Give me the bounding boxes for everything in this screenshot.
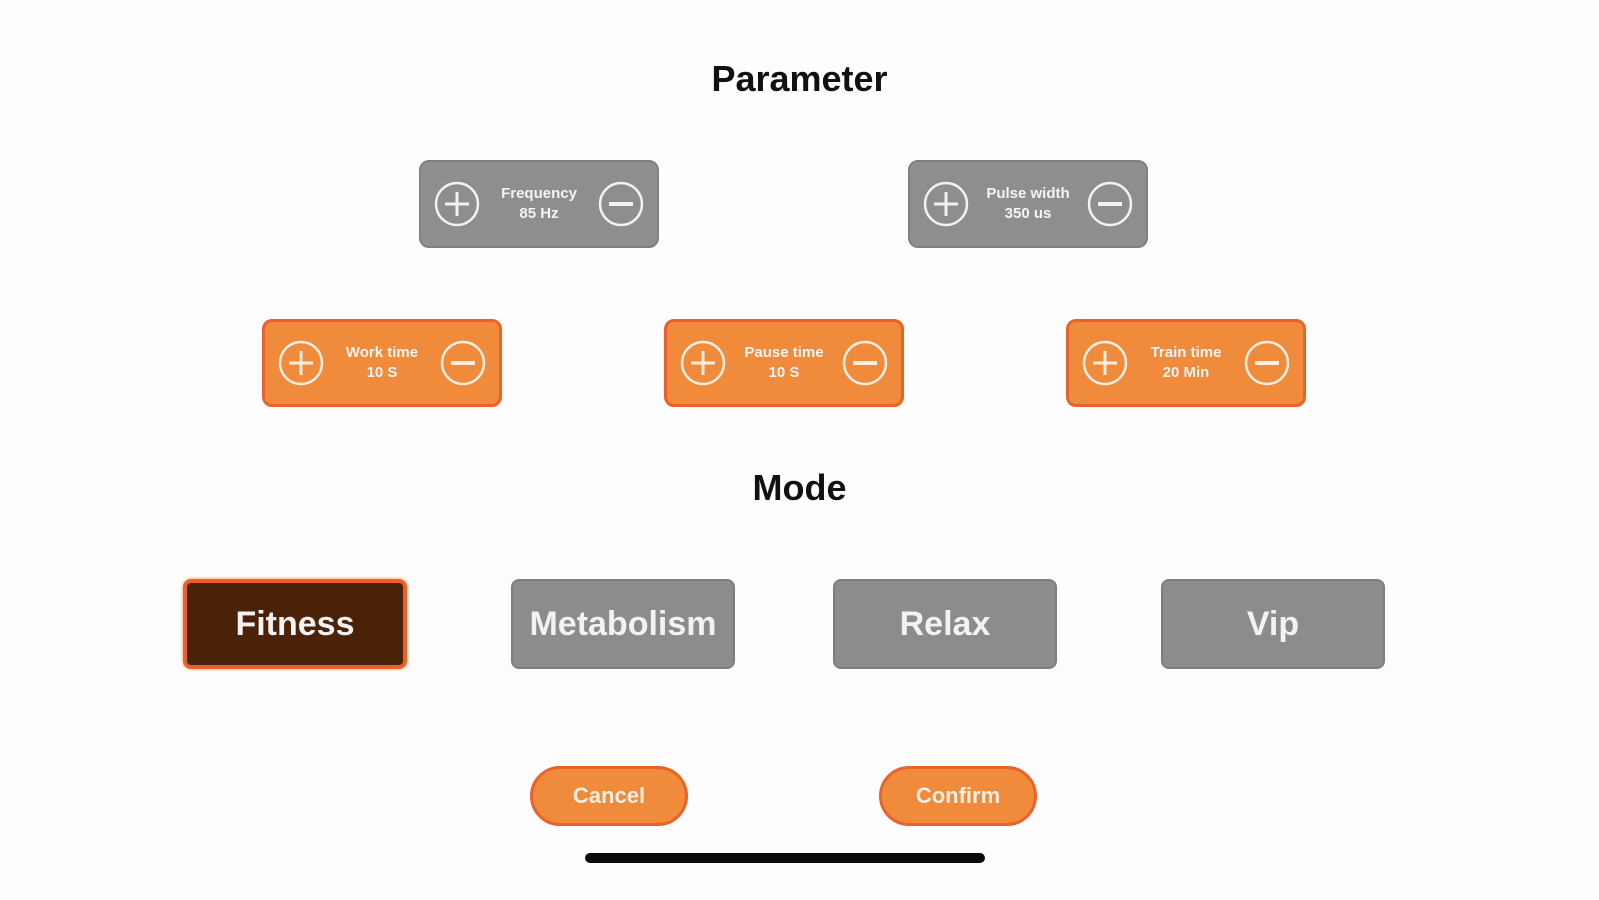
pause-time-increase-button[interactable] — [679, 339, 727, 387]
confirm-button[interactable]: Confirm — [879, 766, 1037, 826]
train-time-name: Train time — [1150, 344, 1222, 361]
train-time-decrease-button[interactable] — [1243, 339, 1291, 387]
work-time-increase-button[interactable] — [277, 339, 325, 387]
frequency-name: Frequency — [501, 185, 577, 202]
train-time-increase-button[interactable] — [1081, 339, 1129, 387]
work-time-name: Work time — [345, 344, 419, 361]
pulse-width-decrease-button[interactable] — [1086, 180, 1134, 228]
mode-title: Mode — [752, 467, 847, 508]
train-time-stepper: Train time 20 Min — [1066, 319, 1306, 407]
train-time-label: Train time 20 Min — [1129, 343, 1243, 383]
plus-circle-icon — [1082, 340, 1128, 386]
frequency-stepper: Frequency 85 Hz — [419, 160, 659, 248]
pause-time-stepper: Pause time 10 S — [664, 319, 904, 407]
minus-circle-icon — [842, 340, 888, 386]
pause-time-decrease-button[interactable] — [841, 339, 889, 387]
work-time-decrease-button[interactable] — [439, 339, 487, 387]
frequency-label: Frequency 85 Hz — [481, 184, 597, 224]
home-indicator[interactable] — [585, 853, 985, 863]
mode-vip-button[interactable]: Vip — [1161, 579, 1385, 669]
cancel-button[interactable]: Cancel — [530, 766, 688, 826]
minus-circle-icon — [1087, 181, 1133, 227]
pulse-width-stepper: Pulse width 350 us — [908, 160, 1148, 248]
plus-circle-icon — [680, 340, 726, 386]
plus-circle-icon — [923, 181, 969, 227]
train-time-value: 20 Min — [1162, 364, 1210, 381]
pause-time-name: Pause time — [744, 344, 824, 361]
work-time-stepper: Work time 10 S — [262, 319, 502, 407]
mode-relax-button[interactable]: Relax — [833, 579, 1057, 669]
pulse-width-label: Pulse width 350 us — [970, 184, 1086, 224]
frequency-increase-button[interactable] — [433, 180, 481, 228]
pause-time-value: 10 S — [768, 364, 800, 381]
frequency-decrease-button[interactable] — [597, 180, 645, 228]
pulse-width-value: 350 us — [1004, 205, 1052, 222]
pulse-width-name: Pulse width — [986, 185, 1070, 202]
frequency-value: 85 Hz — [519, 205, 559, 222]
plus-circle-icon — [434, 181, 480, 227]
plus-circle-icon — [278, 340, 324, 386]
mode-metabolism-button[interactable]: Metabolism — [511, 579, 735, 669]
pause-time-label: Pause time 10 S — [727, 343, 841, 383]
work-time-value: 10 S — [366, 364, 398, 381]
parameter-title: Parameter — [711, 58, 888, 99]
pulse-width-increase-button[interactable] — [922, 180, 970, 228]
minus-circle-icon — [598, 181, 644, 227]
minus-circle-icon — [440, 340, 486, 386]
mode-fitness-button[interactable]: Fitness — [183, 579, 407, 669]
work-time-label: Work time 10 S — [325, 343, 439, 383]
minus-circle-icon — [1244, 340, 1290, 386]
